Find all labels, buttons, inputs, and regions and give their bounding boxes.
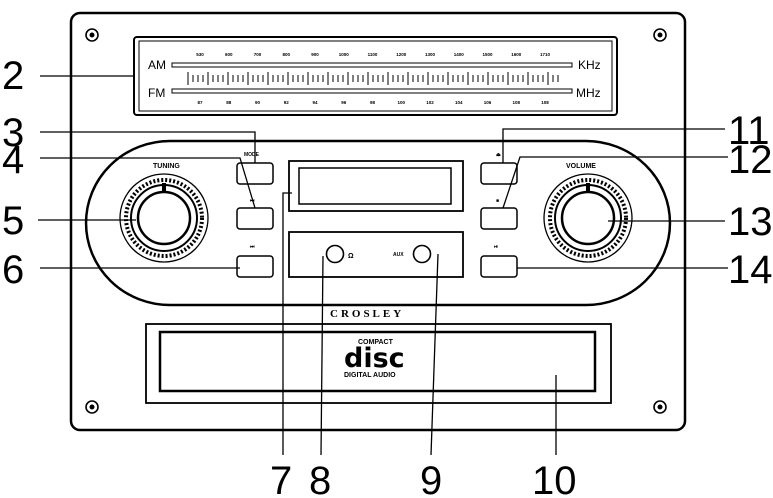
am-unit: KHz — [578, 58, 601, 72]
fm-frequency-mark: 108 — [541, 100, 549, 105]
fm-frequency-mark: 104 — [455, 100, 463, 105]
aux-jack[interactable] — [412, 244, 432, 264]
fm-frequency-mark: 88 — [226, 100, 232, 105]
callout-14: 14 — [728, 248, 773, 292]
screw-bottom-left-icon — [85, 400, 99, 414]
mode-label: MODE — [244, 152, 260, 158]
lcd-display-outer — [288, 160, 464, 212]
headphone-jack[interactable] — [325, 244, 345, 264]
callout-4: 4 — [2, 138, 24, 182]
callout-lines — [38, 75, 728, 456]
stop-button[interactable] — [480, 207, 518, 230]
tuning-label: TUNING — [153, 163, 180, 170]
control-pod — [84, 139, 672, 307]
volume-knob[interactable] — [543, 173, 633, 263]
fm-frequency-mark: 106 — [484, 100, 492, 105]
am-frequency-mark: 1500 — [482, 52, 493, 57]
lcd-display-screen — [298, 167, 452, 205]
skip-back-button[interactable] — [236, 207, 274, 230]
am-frequency-mark: 1710 — [540, 52, 551, 57]
dial-tick-strip — [187, 72, 559, 85]
disc-logo-top: COMPACT — [358, 339, 394, 346]
skip-forward-button[interactable] — [236, 255, 274, 278]
am-frequency-mark: 700 — [254, 52, 262, 57]
am-frequency-mark: 1200 — [396, 52, 407, 57]
play-pause-label: ⏯ — [494, 244, 498, 250]
am-scale-bar — [171, 62, 573, 68]
fm-frequency-mark: 98 — [370, 100, 376, 105]
cd-tray-outer — [145, 323, 612, 404]
fm-frequency-mark: 90 — [255, 100, 261, 105]
fm-frequency-marks: 87 88 90 92 94 96 98 100 102 104 106 108 108 — [197, 100, 549, 105]
am-frequency-mark: 600 — [225, 52, 233, 57]
radio-dial: AM FM KHz MHz 530 600 700 800 900 1000 1100 120… — [133, 36, 618, 116]
am-frequency-mark: 1100 — [368, 52, 378, 57]
fm-frequency-mark: 92 — [284, 100, 290, 105]
callout-7: 7 — [270, 459, 292, 498]
fm-frequency-mark: 100 — [398, 100, 406, 105]
am-frequency-mark: 1400 — [454, 52, 465, 57]
fm-frequency-mark: 94 — [312, 100, 318, 105]
play-pause-button[interactable] — [480, 255, 518, 278]
callout-11: 11 — [728, 109, 770, 153]
fm-unit: MHz — [576, 86, 601, 100]
volume-label: VOLUME — [566, 163, 596, 170]
eject-label: ⏏ — [496, 152, 501, 158]
fm-label: FM — [148, 86, 165, 100]
am-frequency-mark: 1000 — [339, 52, 350, 57]
callout-3: 3 — [2, 111, 24, 155]
headphone-icon: Ω — [348, 253, 354, 260]
am-frequency-mark: 800 — [283, 52, 291, 57]
am-frequency-mark: 530 — [196, 52, 204, 57]
aux-label: AUX — [393, 252, 404, 258]
am-frequency-mark: 1300 — [425, 52, 436, 57]
callout-12: 12 — [728, 138, 773, 182]
screw-top-right-icon — [653, 28, 667, 42]
jack-panel — [288, 231, 464, 278]
am-frequency-mark: 900 — [311, 52, 319, 57]
brand-logo: CROSLEY — [330, 308, 404, 320]
callout-13: 13 — [728, 200, 773, 244]
compact-disc-logo: COMPACT disc DIGITAL AUDIO — [344, 339, 405, 379]
disc-logo-main: disc — [344, 343, 405, 374]
screw-top-left-icon — [85, 28, 99, 42]
cd-slot[interactable] — [158, 330, 597, 393]
dial-window-inner — [138, 40, 613, 112]
callout-10: 10 — [532, 459, 577, 498]
callout-5: 5 — [2, 199, 24, 243]
fm-scale-bar — [171, 88, 573, 94]
callout-6: 6 — [2, 248, 24, 292]
callout-8: 8 — [309, 459, 331, 498]
stop-label: ■ — [496, 198, 499, 204]
callout-2: 2 — [2, 54, 24, 98]
am-frequency-marks: 530 600 700 800 900 1000 1100 1200 1300 1400 1500 1… — [196, 52, 550, 57]
am-frequency-mark: 1600 — [511, 52, 522, 57]
fm-frequency-mark: 108 — [513, 100, 521, 105]
disc-logo-bottom: DIGITAL AUDIO — [344, 372, 396, 379]
fm-frequency-mark: 102 — [426, 100, 434, 105]
skip-forward-label: ⏭ — [250, 244, 255, 250]
callout-9: 9 — [420, 459, 442, 498]
fm-frequency-mark: 87 — [197, 100, 203, 105]
screw-bottom-right-icon — [653, 400, 667, 414]
am-label: AM — [148, 58, 166, 72]
eject-button[interactable] — [480, 162, 518, 185]
tuning-knob[interactable] — [119, 173, 209, 263]
fm-frequency-mark: 96 — [341, 100, 347, 105]
